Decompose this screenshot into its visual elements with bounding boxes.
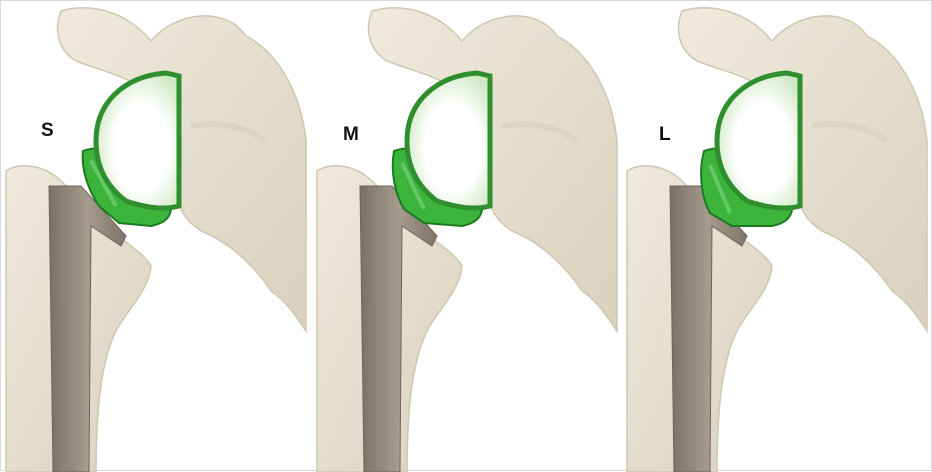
hip-implant-illustration-medium bbox=[312, 1, 622, 472]
panel-large: L bbox=[622, 1, 932, 472]
hip-implant-illustration-small bbox=[1, 1, 311, 472]
panel-medium: M bbox=[312, 1, 622, 472]
hip-implant-illustration-large bbox=[622, 1, 932, 472]
panel-small: S bbox=[1, 1, 311, 472]
size-label-s: S bbox=[41, 121, 54, 140]
size-label-l: L bbox=[659, 125, 671, 144]
size-label-m: M bbox=[343, 125, 359, 144]
